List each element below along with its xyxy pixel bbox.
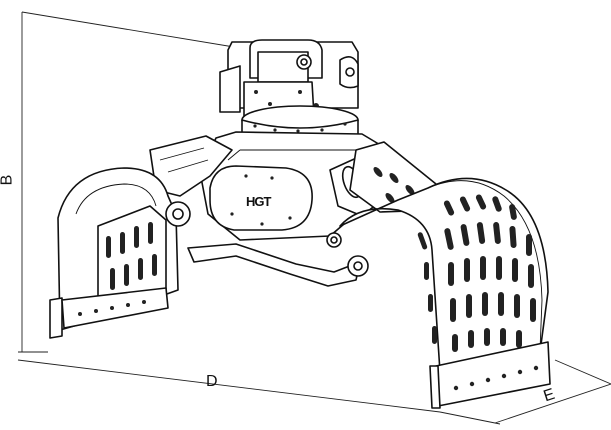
- extension-line-e: [554, 359, 611, 385]
- right-jaw: [326, 141, 551, 409]
- extension-line-top: [21, 11, 241, 49]
- brand-logo: HGT: [246, 194, 271, 209]
- lower-plate: [187, 243, 361, 287]
- dimension-line-e: [494, 383, 611, 424]
- dimension-label-d: D: [206, 373, 218, 390]
- left-jaw: [49, 135, 233, 339]
- central-body: [199, 131, 383, 241]
- dimension-lines: [17, 11, 611, 425]
- extension-line-d-right: [439, 411, 501, 425]
- dimension-label-b: B: [0, 174, 16, 186]
- shell-slot-pattern: [443, 194, 536, 352]
- logo-plate: [209, 165, 313, 231]
- dimension-line-d: [17, 359, 441, 413]
